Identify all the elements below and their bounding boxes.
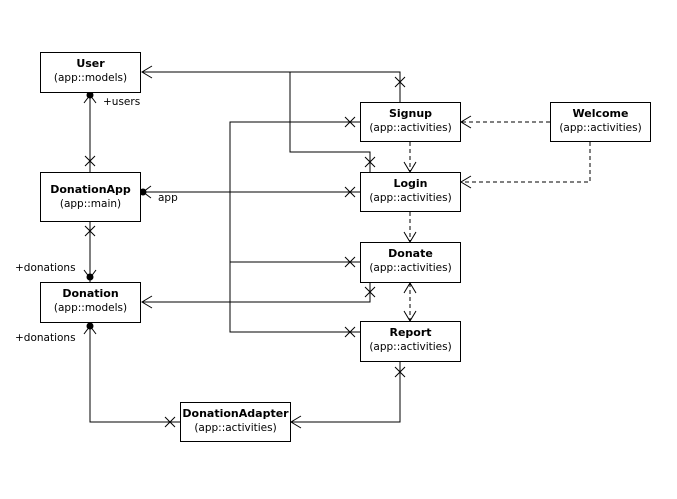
- class-name: DonationApp: [50, 183, 131, 196]
- association-donationapp-user: [83, 91, 97, 172]
- class-package: (app::activities): [559, 122, 642, 134]
- class-package: (app::models): [53, 72, 128, 84]
- role-label-donations-bottom: +donations: [15, 332, 76, 344]
- dependency-welcome-signup-arrow: [460, 115, 472, 129]
- role-label-users: +users: [103, 96, 141, 108]
- association-adapter-donation: [83, 322, 180, 428]
- association-activities-trunk: [229, 116, 360, 338]
- class-package: (app::models): [53, 302, 128, 314]
- class-name: Signup: [388, 107, 433, 120]
- association-login-user: [289, 72, 376, 172]
- class-signup[interactable]: Signup (app::activities): [360, 102, 461, 142]
- class-name: Login: [393, 177, 428, 190]
- association-report-adapter: [290, 362, 406, 429]
- dependency-welcome-login: [461, 142, 591, 183]
- class-name: User: [76, 57, 105, 70]
- class-donation[interactable]: Donation (app::models): [40, 282, 141, 323]
- class-name: Donation: [62, 287, 119, 300]
- dependency-welcome-login-arrow: [460, 175, 472, 189]
- class-package: (app::activities): [369, 192, 452, 204]
- association-signup-user: [141, 65, 406, 102]
- class-donationadapter[interactable]: DonationAdapter (app::activities): [180, 402, 291, 442]
- class-user[interactable]: User (app::models): [40, 52, 141, 93]
- association-login-donationapp: [139, 185, 360, 199]
- class-package: (app::activities): [194, 422, 277, 434]
- class-package: (app::activities): [369, 122, 452, 134]
- class-package: (app::main): [59, 198, 122, 210]
- association-donate-donation: [141, 282, 376, 309]
- role-label-donations-top: +donations: [15, 262, 76, 274]
- class-report[interactable]: Report (app::activities): [360, 321, 461, 362]
- class-name: Donate: [388, 247, 433, 260]
- class-welcome[interactable]: Welcome (app::activities): [550, 102, 651, 142]
- class-login[interactable]: Login (app::activities): [360, 172, 461, 212]
- class-name: Welcome: [572, 107, 629, 120]
- dependency-report-donate-arrow: [403, 282, 417, 294]
- class-package: (app::activities): [369, 341, 452, 353]
- class-donate[interactable]: Donate (app::activities): [360, 242, 461, 283]
- class-name: Report: [389, 326, 432, 339]
- class-name: DonationAdapter: [182, 407, 289, 420]
- role-label-app: app: [158, 192, 178, 204]
- association-donationapp-donation: [83, 222, 97, 282]
- class-package: (app::activities): [369, 262, 452, 274]
- class-donationapp[interactable]: DonationApp (app::main): [40, 172, 141, 222]
